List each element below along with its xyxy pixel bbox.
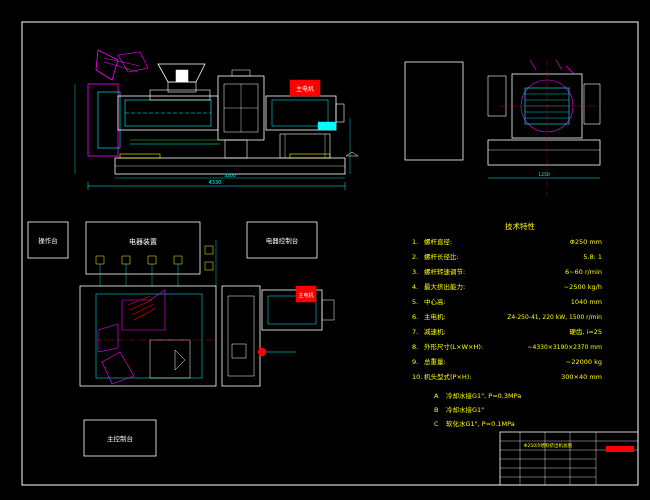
- svg-text:螺杆转速调节:: 螺杆转速调节:: [424, 267, 465, 276]
- svg-text:冷却水接G1", P=0.3MPa: 冷却水接G1", P=0.3MPa: [446, 391, 521, 400]
- motor-nameplate: [289, 79, 321, 97]
- electric-device-box: [85, 221, 201, 275]
- svg-text:总重量:: 总重量:: [424, 357, 446, 366]
- width-dim-text: 1250: [538, 172, 550, 178]
- svg-text:A: A: [434, 392, 439, 400]
- svg-text:C: C: [434, 420, 439, 428]
- drawing-border: [21, 21, 639, 486]
- svg-text:9.: 9.: [412, 358, 418, 366]
- svg-text:减速机:: 减速机:: [424, 327, 446, 336]
- tech-row: 7. 减速机: 硬齿, i=25: [412, 327, 602, 336]
- note-row: B 冷却水接G1": [434, 405, 484, 414]
- svg-text:软化水G1", P=0.1MPa: 软化水G1", P=0.1MPa: [446, 419, 515, 428]
- overall-length-text: 4330: [209, 180, 222, 186]
- tech-spec-panel: 技术特性 1. 螺杆直径: Φ250 mm 2. 螺杆长径比: 5.8: 1 3…: [412, 221, 602, 428]
- note-row: C 软化水G1", P=0.1MPa: [434, 419, 515, 428]
- svg-text:主电机:: 主电机:: [424, 312, 446, 321]
- operator-box: [27, 221, 69, 259]
- side-elevation-view: 主电机 4330 3200: [74, 49, 359, 190]
- right-box-label: 电器控制台: [266, 236, 299, 245]
- title-block-name: Φ250冷喂料挤出机总图: [524, 442, 573, 449]
- svg-text:Z4-250-41, 220 kW, 1500 r/min: Z4-250-41, 220 kW, 1500 r/min: [507, 314, 602, 321]
- svg-text:机头型式(P×H):: 机头型式(P×H):: [424, 372, 472, 381]
- extruder-head: [87, 83, 119, 157]
- tech-row: 10. 机头型式(P×H): 300×40 mm: [412, 372, 602, 381]
- tech-row: 4. 最大挤出能力: ~2500 kg/h: [412, 282, 602, 291]
- svg-text:8.: 8.: [412, 343, 418, 351]
- note-row: A 冷却水接G1", P=0.3MPa: [434, 391, 521, 400]
- plan-view: 电器装置 操作台 电器控制台 主控制台: [27, 221, 335, 457]
- svg-text:6.: 6.: [412, 313, 418, 321]
- svg-text:冷却水接G1": 冷却水接G1": [446, 405, 484, 414]
- svg-text:硬齿, i=25: 硬齿, i=25: [569, 328, 602, 336]
- tech-row: 3. 螺杆转速调节: 6~60 r/min: [412, 267, 602, 276]
- svg-text:Φ250 mm: Φ250 mm: [570, 238, 602, 246]
- mid-motor-tag: 主电机: [298, 292, 313, 299]
- svg-text:6~60 r/min: 6~60 r/min: [565, 268, 602, 276]
- main-control-box: [83, 419, 157, 457]
- base-length-text: 3200: [224, 173, 236, 179]
- tech-title: 技术特性: [505, 221, 535, 231]
- svg-text:10.: 10.: [412, 373, 422, 381]
- top-motor-tag: 主电机: [296, 85, 314, 93]
- svg-text:5.8: 1: 5.8: 1: [583, 253, 602, 261]
- electric-control-box: [246, 221, 318, 259]
- svg-text:1.: 1.: [412, 238, 418, 246]
- tech-row: 8. 外形尺寸(L×W×H): ~4330×3190×2370 mm: [412, 342, 602, 351]
- end-elevation-view: 1250: [487, 59, 601, 196]
- svg-text:中心高:: 中心高:: [424, 297, 446, 306]
- left-box-label: 操作台: [38, 236, 58, 245]
- svg-text:5.: 5.: [412, 298, 418, 306]
- svg-text:1040 mm: 1040 mm: [571, 298, 602, 306]
- svg-text:7.: 7.: [412, 328, 418, 336]
- svg-text:4.: 4.: [412, 283, 418, 291]
- svg-text:螺杆直径:: 螺杆直径:: [424, 237, 452, 246]
- svg-text:外形尺寸(L×W×H):: 外形尺寸(L×W×H):: [424, 342, 483, 351]
- svg-text:2.: 2.: [412, 253, 418, 261]
- svg-text:螺杆长径比:: 螺杆长径比:: [424, 252, 459, 261]
- svg-text:~22000 kg: ~22000 kg: [566, 358, 602, 366]
- tech-row: 5. 中心高: 1040 mm: [412, 297, 602, 306]
- svg-text:最大挤出能力:: 最大挤出能力:: [424, 282, 465, 291]
- svg-text:~2500 kg/h: ~2500 kg/h: [564, 283, 602, 291]
- swing-head-upper: [95, 49, 119, 81]
- title-block: Φ250冷喂料挤出机总图: [499, 431, 639, 486]
- svg-text:~4330×3190×2370 mm: ~4330×3190×2370 mm: [528, 344, 603, 351]
- tech-row: 1. 螺杆直径: Φ250 mm: [412, 237, 602, 246]
- tech-row: 6. 主电机: Z4-250-41, 220 kW, 1500 r/min: [412, 312, 602, 321]
- bottom-box-label: 主控制台: [107, 434, 133, 443]
- svg-text:300×40 mm: 300×40 mm: [561, 373, 602, 381]
- center-box-label: 电器装置: [129, 237, 157, 246]
- tech-row: 9. 总重量: ~22000 kg: [412, 357, 602, 366]
- cabinet-outline: [404, 61, 464, 161]
- svg-text:3.: 3.: [412, 268, 418, 276]
- tech-row: 2. 螺杆长径比: 5.8: 1: [412, 252, 602, 261]
- svg-text:B: B: [434, 406, 438, 414]
